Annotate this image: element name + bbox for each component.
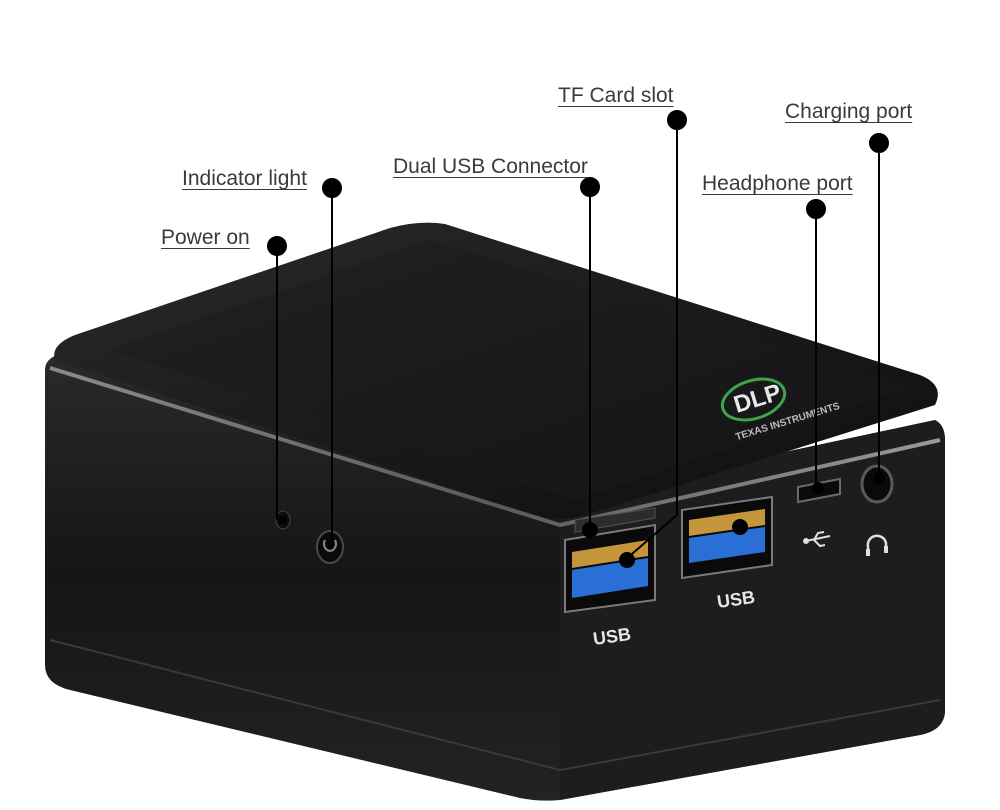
power-icon (323, 539, 337, 552)
callout-charging: Charging port (785, 100, 913, 123)
callout-tf-card: TF Card slot (558, 84, 674, 107)
callout-indicator-light: Indicator light (182, 167, 307, 190)
usb-icon (803, 531, 831, 548)
usb-port-right[interactable] (681, 495, 773, 580)
callout-headphone: Headphone port (702, 172, 853, 195)
callout-dual-usb: Dual USB Connector (393, 155, 588, 178)
projector-top (54, 222, 938, 519)
projector-body (45, 352, 945, 801)
headphone-icon (866, 534, 888, 556)
usb-port-left[interactable] (564, 523, 656, 614)
callout-lines (267, 110, 889, 568)
headphone-port[interactable] (860, 464, 894, 504)
callout-power-on: Power on (161, 226, 250, 249)
